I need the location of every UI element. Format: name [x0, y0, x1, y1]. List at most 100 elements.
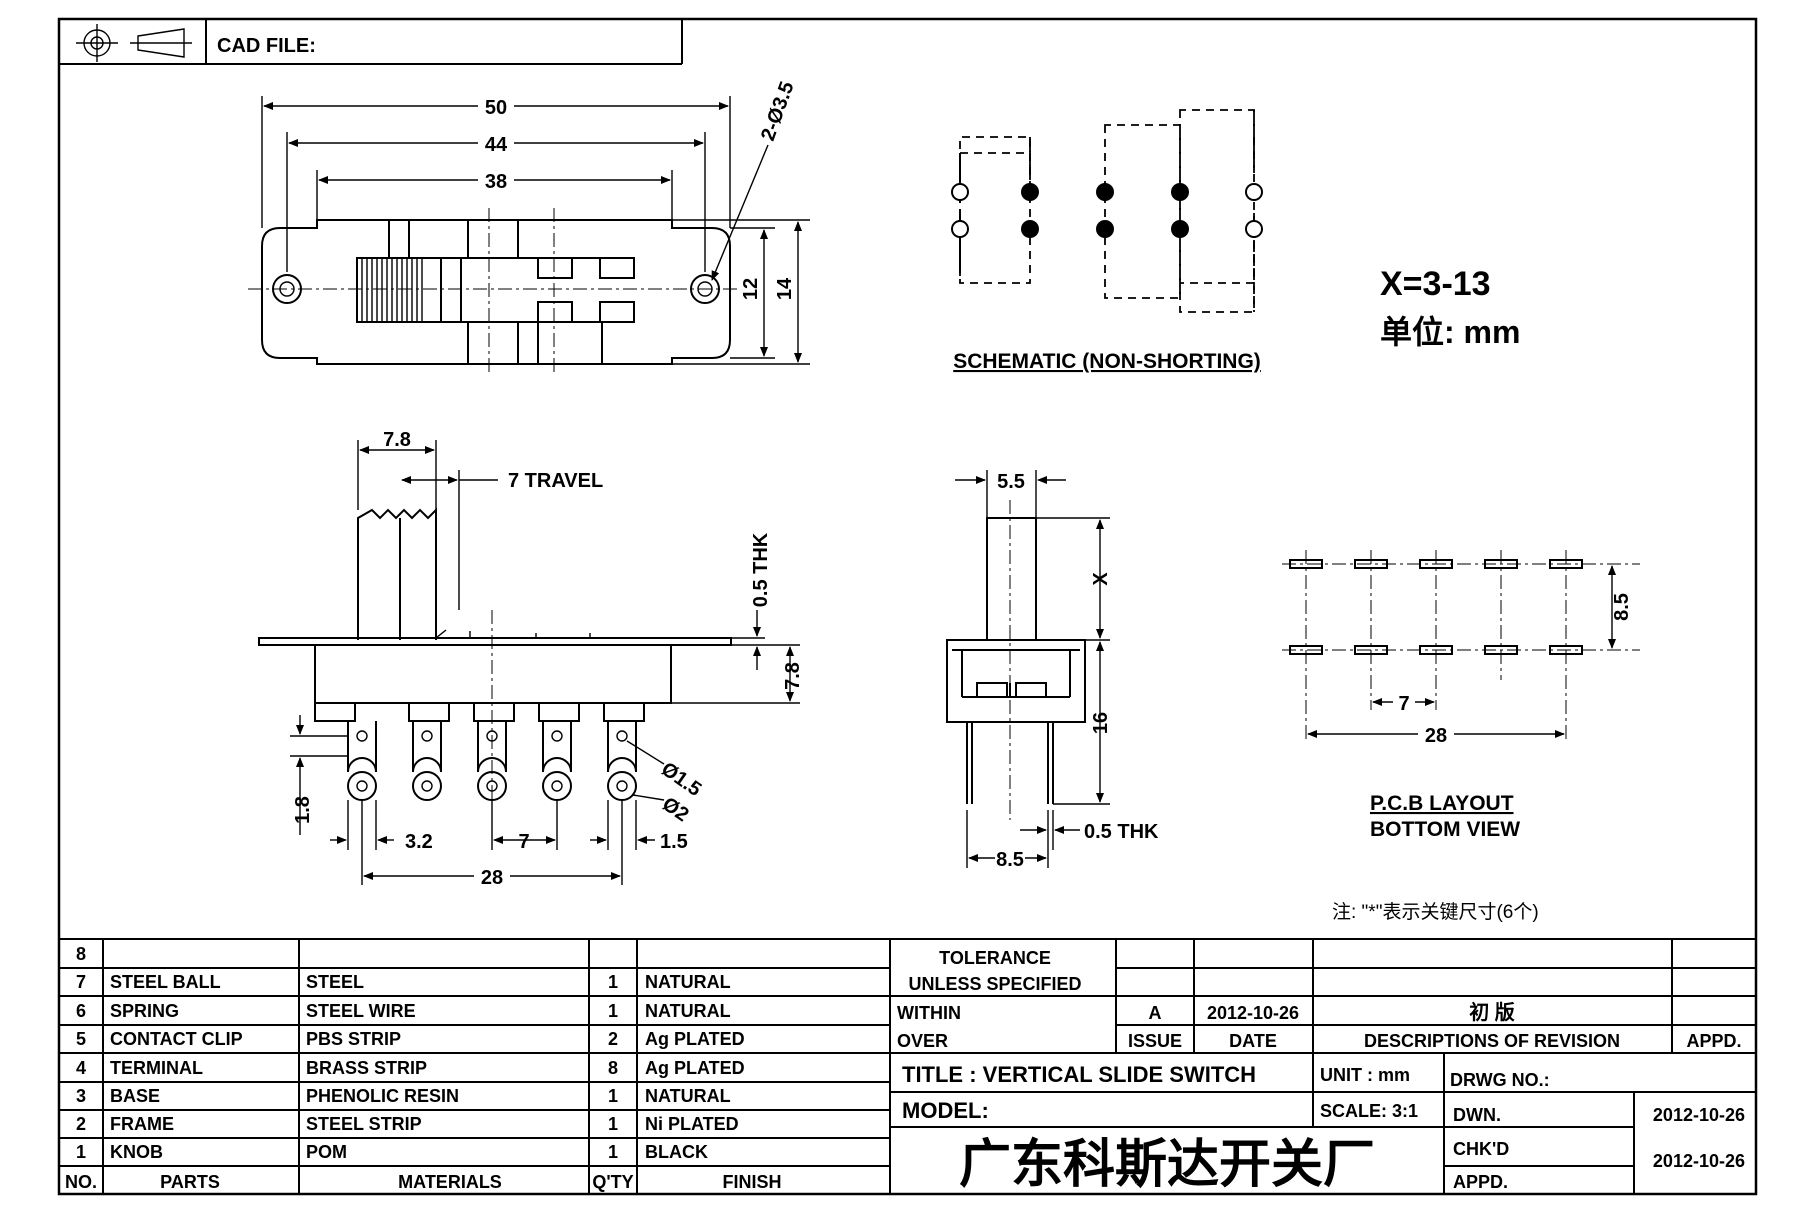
tolerance-label: TOLERANCE	[939, 948, 1051, 968]
dim-12: 12	[740, 278, 762, 300]
revision-date: 2012-10-26	[1207, 1003, 1299, 1023]
bom-cell-material: STEEL STRIP	[306, 1114, 422, 1134]
bom-cell-no: 3	[76, 1086, 86, 1106]
dim-8-5-end: 8.5	[996, 849, 1024, 871]
dim-phi-1-5: Ø1.5	[657, 758, 705, 801]
dim-7-pcb: 7	[1398, 693, 1409, 715]
bom-cell-qty: 1	[608, 1001, 618, 1021]
appd-label: APPD.	[1453, 1172, 1508, 1192]
bom-cell-part: STEEL BALL	[110, 972, 221, 992]
bom-cell-finish: Ag PLATED	[645, 1029, 745, 1049]
bom-cell-no: 7	[76, 972, 86, 992]
dwn-date: 2012-10-26	[1653, 1105, 1745, 1125]
drwg-no-label: DRWG NO.:	[1450, 1070, 1550, 1090]
bom-header-qty: Q'TY	[592, 1172, 633, 1192]
bom-cell-no: 8	[76, 944, 86, 964]
pcb-title-2: BOTTOM VIEW	[1370, 818, 1520, 841]
bom-cell-no: 1	[76, 1142, 86, 1162]
dim-8-5-pcb: 8.5	[1611, 593, 1633, 621]
dim-3-2: 3.2	[405, 831, 433, 853]
dwn-label: DWN.	[1453, 1105, 1501, 1125]
bom-header-no: NO.	[65, 1172, 97, 1192]
bom-cell-no: 2	[76, 1114, 86, 1134]
bom-cell-material: POM	[306, 1142, 347, 1162]
bom-cell-finish: NATURAL	[645, 1001, 731, 1021]
terminal-2	[412, 721, 442, 801]
dim-16: 16	[1090, 712, 1112, 734]
bom-cell-qty: 1	[608, 1086, 618, 1106]
bom-header-finish: FINISH	[722, 1172, 781, 1192]
bom-cell-material: PHENOLIC RESIN	[306, 1086, 459, 1106]
over-label: OVER	[897, 1031, 948, 1051]
bom-cell-finish: NATURAL	[645, 972, 731, 992]
dim-5-5: 5.5	[997, 471, 1025, 493]
bom-cell-no: 6	[76, 1001, 86, 1021]
bom-cell-finish: Ag PLATED	[645, 1058, 745, 1078]
bom-cell-part: FRAME	[110, 1114, 174, 1134]
dim-travel: 7 TRAVEL	[508, 470, 603, 492]
bom-cell-part: SPRING	[110, 1001, 179, 1021]
dim-7-8-top: 7.8	[383, 429, 411, 451]
drawing-title: TITLE : VERTICAL SLIDE SWITCH	[902, 1062, 1256, 1087]
issue-label: ISSUE	[1128, 1031, 1182, 1051]
schematic-title: SCHEMATIC (NON-SHORTING)	[953, 350, 1261, 373]
bom-header-parts: PARTS	[160, 1172, 220, 1192]
bom-table	[59, 938, 1756, 1194]
dim-thk-end: 0.5 THK	[1084, 821, 1159, 843]
dim-28-side: 28	[481, 867, 503, 889]
pcb-layout: 8.5 7 28 P.C.B LAYOUT BOTTOM VIEW	[1282, 550, 1640, 841]
bom-cell-finish: NATURAL	[645, 1086, 731, 1106]
bom-cell-qty: 2	[608, 1029, 618, 1049]
dim-38: 38	[485, 171, 507, 193]
scale-label: SCALE: 3:1	[1320, 1101, 1418, 1121]
cad-file-label: CAD FILE:	[217, 35, 316, 57]
footnote: 注: "*"表示关键尺寸(6个)	[1332, 901, 1539, 923]
bom-cell-no: 5	[76, 1029, 86, 1049]
bom-cell-qty: 1	[608, 1114, 618, 1134]
dim-7-8-right: 7.8	[782, 662, 804, 690]
pcb-title-1: P.C.B LAYOUT	[1370, 792, 1514, 815]
dim-14: 14	[774, 277, 796, 300]
company-name: 广东科斯达开关厂	[959, 1136, 1375, 1194]
title-block: TOLERANCE UNLESS SPECIFIED WITHIN OVER A…	[890, 939, 1756, 1194]
dim-hole: 2-Ø3.5	[757, 79, 799, 144]
bom-cell-material: BRASS STRIP	[306, 1058, 427, 1078]
bom-cell-part: BASE	[110, 1086, 160, 1106]
unit-label: UNIT : mm	[1320, 1065, 1410, 1085]
bom-cell-material: STEEL	[306, 972, 364, 992]
bom-cell-part: KNOB	[110, 1142, 163, 1162]
bom-cell-qty: 8	[608, 1058, 618, 1078]
top-view: 50 44 38 2-Ø3.5 12 14	[248, 79, 810, 376]
schematic: SCHEMATIC (NON-SHORTING)	[951, 109, 1263, 373]
dim-50: 50	[485, 97, 507, 119]
chkd-date: 2012-10-26	[1653, 1151, 1745, 1171]
bom-cell-qty: 1	[608, 1142, 618, 1162]
chkd-label: CHK'D	[1453, 1139, 1509, 1159]
bom-cell-part: CONTACT CLIP	[110, 1029, 243, 1049]
bom-cell-no: 4	[76, 1058, 86, 1078]
dim-44: 44	[485, 134, 508, 156]
bom-cell-material: STEEL WIRE	[306, 1001, 416, 1021]
revision-description: 初 版	[1469, 1000, 1515, 1024]
dim-28-pcb: 28	[1425, 725, 1447, 747]
dim-phi-2: Ø2	[658, 793, 692, 826]
bom-cell-finish: BLACK	[645, 1142, 708, 1162]
side-view: 7.8 7 TRAVEL 0.5 THK 7.8 1.8 3.2 7	[258, 429, 804, 889]
revision-issue: A	[1149, 1003, 1162, 1023]
appd-label-revision: APPD.	[1686, 1031, 1741, 1051]
date-label: DATE	[1229, 1031, 1277, 1051]
bom-cell-part: TERMINAL	[110, 1058, 203, 1078]
knurl-lines	[361, 258, 423, 322]
bom-cell-material: PBS STRIP	[306, 1029, 401, 1049]
descriptions-label: DESCRIPTIONS OF REVISION	[1364, 1031, 1620, 1051]
dim-thk-side: 0.5 THK	[750, 532, 772, 607]
bom-header-materials: MATERIALS	[398, 1172, 502, 1192]
terminal-1	[347, 721, 377, 801]
end-view: 5.5 X 16 0.5 THK 8.5	[946, 470, 1159, 871]
terminal-5	[607, 721, 637, 801]
header-cell: CAD FILE:	[59, 19, 683, 65]
unit-note: 单位: mm	[1380, 314, 1520, 350]
dim-7-side: 7	[518, 831, 529, 853]
